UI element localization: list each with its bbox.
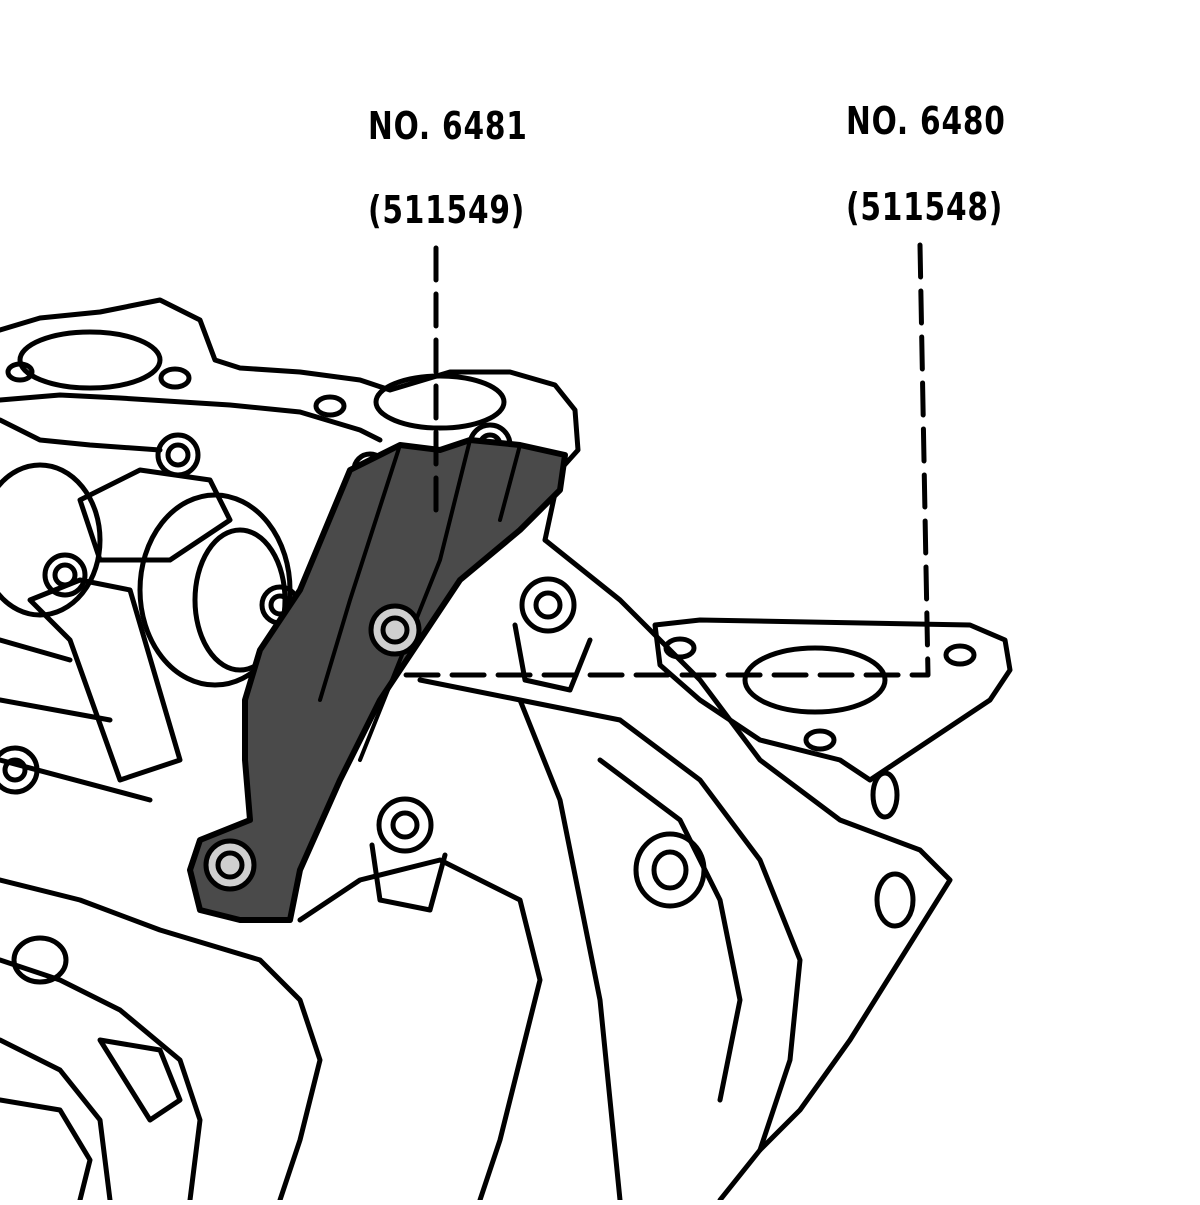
engine-block-rib	[517, 697, 623, 1203]
engine-block-rib	[417, 677, 803, 1153]
callout-6481-number: NO. 6481	[368, 104, 528, 148]
head-inner-rail	[0, 392, 383, 443]
tool-bolt	[368, 603, 422, 657]
engine-block-outline	[542, 537, 953, 1203]
cam-bearing-cap	[27, 577, 183, 783]
bracket-hole	[803, 728, 837, 752]
block-boss	[870, 770, 900, 820]
engine-block-rib	[297, 857, 543, 1203]
block-boss	[633, 831, 707, 909]
block-bolts	[369, 576, 593, 913]
bracket-hole	[943, 643, 977, 667]
engine-block-rib	[0, 957, 203, 1203]
engine-block-rib	[0, 877, 323, 1203]
cylinder-head-outline	[0, 297, 581, 543]
port-oval	[5, 361, 35, 383]
timing-tool-plate	[187, 437, 568, 923]
tool-bolt	[203, 838, 257, 892]
callout-6481-part-number: (511549)	[368, 188, 526, 232]
callout-6480-part-number: (511548)	[846, 185, 1004, 229]
engine-block-rib	[597, 757, 743, 1103]
port-oval	[373, 373, 507, 431]
port-oval	[313, 394, 347, 418]
callout-6480-number: NO. 6480	[846, 99, 1006, 143]
port-oval	[158, 366, 192, 390]
bracket-bore	[742, 645, 888, 715]
port-oval	[17, 329, 163, 391]
block-pocket	[0, 1037, 183, 1203]
cam-bearing-cap	[77, 467, 233, 563]
engine-block-rib	[0, 1037, 113, 1203]
leader-line-6480	[392, 242, 931, 678]
head-lower-rail	[0, 417, 163, 453]
block-boss	[11, 935, 69, 985]
tool-bracket	[652, 617, 1013, 783]
block-boss	[874, 871, 916, 929]
block-boss	[651, 849, 689, 891]
camshaft-lobe	[0, 462, 103, 618]
tool-edge-highlight	[318, 438, 522, 762]
tool-bolt	[215, 850, 245, 880]
tool-bolt	[380, 615, 410, 645]
